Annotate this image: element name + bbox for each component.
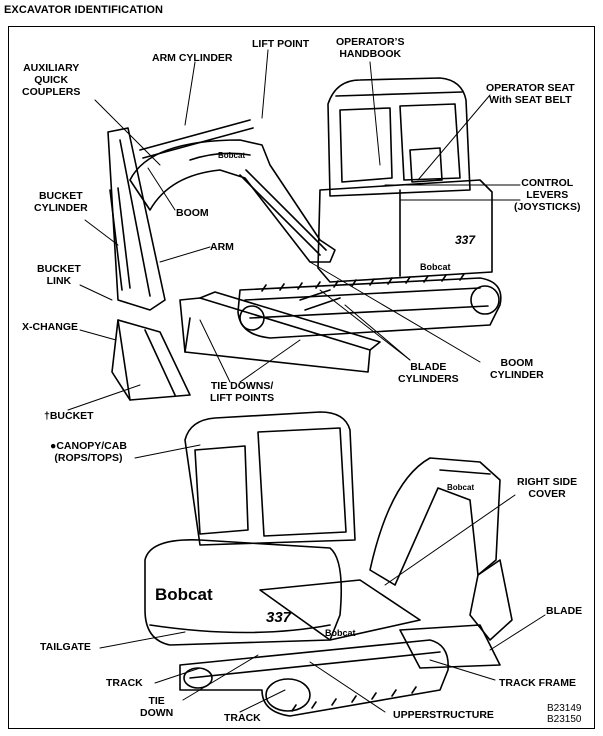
label-control-levers: CONTROL LEVERS (JOYSTICKS)	[514, 177, 581, 213]
label-auxiliary-quick-couplers: AUXILIARY QUICK COUPLERS	[22, 62, 81, 98]
label-operator-seat: OPERATOR SEAT With SEAT BELT	[486, 82, 575, 106]
label-tie-downs-lift-points: TIE DOWNS/ LIFT POINTS	[210, 380, 275, 404]
label-bucket: †BUCKET	[44, 410, 94, 422]
label-track-bottom: TRACK	[224, 712, 261, 724]
label-operators-handbook: OPERATOR’S HANDBOOK	[336, 36, 405, 60]
label-track-frame: TRACK FRAME	[499, 677, 576, 689]
label-boom: BOOM	[176, 207, 209, 219]
label-tailgate: TAILGATE	[40, 641, 91, 653]
bottom-model-number: 337	[266, 609, 292, 626]
top-model-number: 337	[455, 233, 476, 247]
label-tie-down: TIE DOWN	[140, 695, 174, 719]
label-right-side-cover: RIGHT SIDE COVER	[517, 476, 578, 500]
label-upperstructure: UPPERSTRUCTURE	[393, 709, 494, 721]
label-blade-cylinders: BLADE CYLINDERS	[398, 361, 459, 385]
bottom-excavator-drawing: Bobcat 337 Bobcat Bobcat	[144, 411, 513, 717]
page-title: EXCAVATOR IDENTIFICATION	[4, 4, 164, 16]
label-track-left: TRACK	[106, 677, 143, 689]
boom-brand-decal: Bobcat	[218, 151, 245, 160]
label-blade: BLADE	[546, 605, 583, 617]
bottom-brand-decal: Bobcat	[155, 585, 213, 604]
illustration-frame	[8, 26, 595, 729]
bottom-boom-brand-decal: Bobcat	[447, 483, 474, 492]
figure-codes: B23149 B23150	[547, 703, 582, 725]
top-excavator-drawing: 337 Bobcat Bobcat	[107, 77, 502, 401]
label-arm: ARM	[210, 241, 234, 253]
top-brand-decal: Bobcat	[420, 262, 451, 272]
leader-lines	[67, 49, 546, 713]
label-bucket-cylinder: BUCKET CYLINDER	[34, 190, 88, 214]
label-canopy-cab: ●CANOPY/CAB (ROPS/TOPS)	[50, 440, 127, 464]
label-x-change: X-CHANGE	[22, 321, 79, 333]
label-boom-cylinder: BOOM CYLINDER	[490, 357, 544, 381]
side-brand-decal: Bobcat	[325, 628, 356, 638]
label-arm-cylinder: ARM CYLINDER	[152, 52, 233, 64]
label-lift-point: LIFT POINT	[252, 38, 310, 50]
label-bucket-link: BUCKET LINK	[37, 263, 81, 287]
